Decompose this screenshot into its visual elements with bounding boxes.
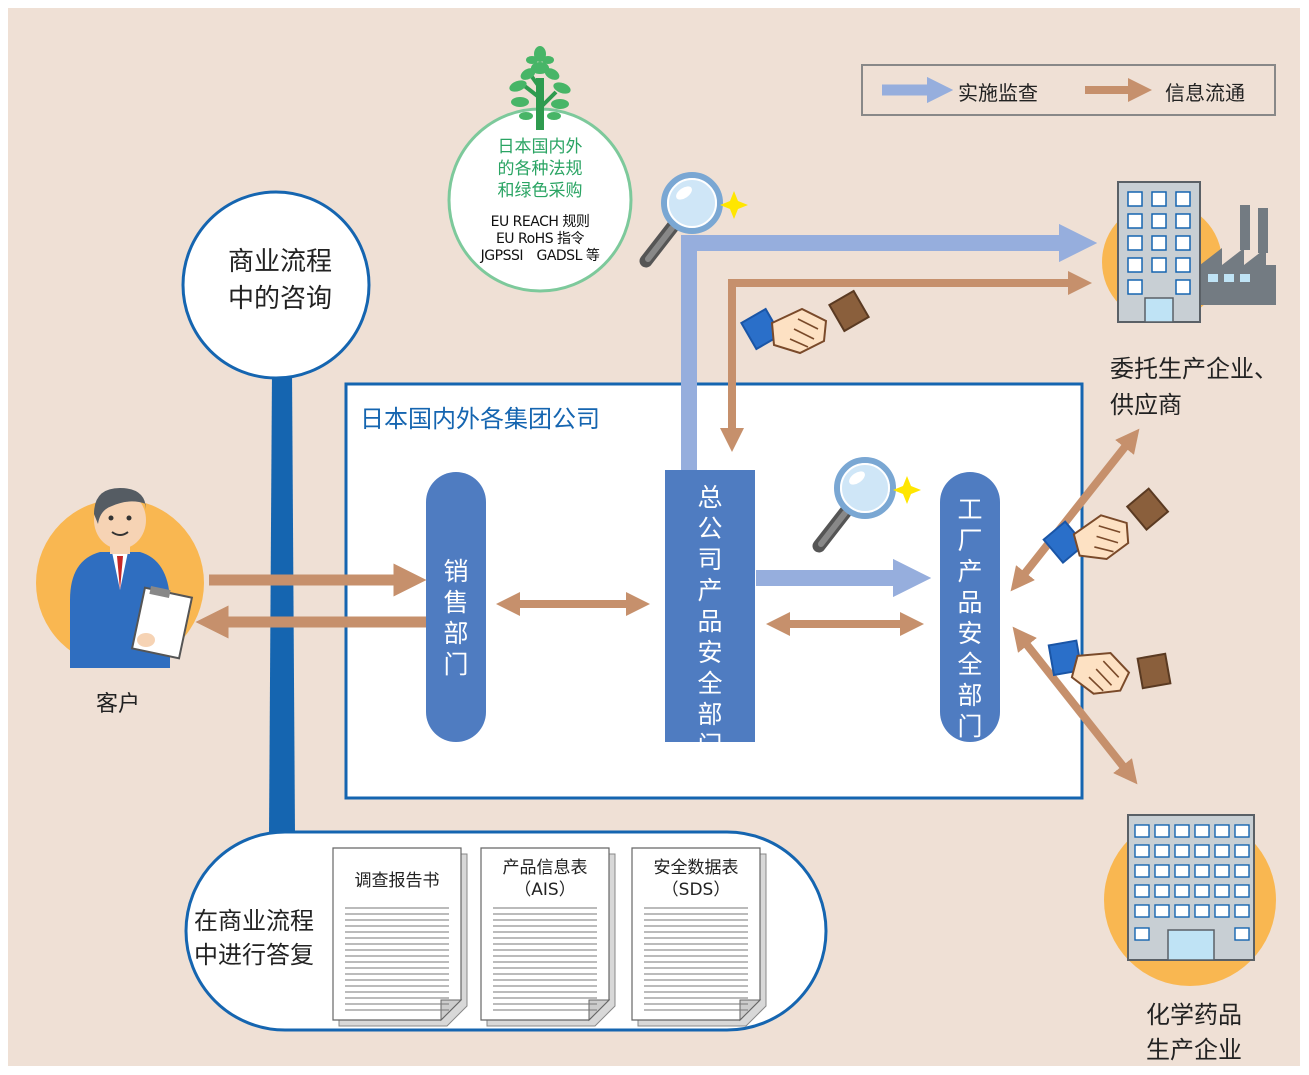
dept-label-char: 工 — [957, 495, 983, 524]
dept-label-char: 产 — [697, 576, 723, 605]
dept-label-char: 产 — [957, 557, 983, 586]
dept-label-char: 部 — [697, 700, 723, 729]
info-arrow-factory-supplier — [1010, 428, 1140, 592]
legend — [861, 64, 1276, 116]
doc-sds-line2: （SDS） — [661, 880, 731, 900]
hq-safety-dept-box — [665, 470, 755, 742]
regulation-title: 日本国内外 的各种法规 和绿色采购 — [455, 136, 625, 202]
dept-label-char: 公 — [697, 514, 723, 543]
regulation-title-line: 和绿色采购 — [497, 181, 583, 201]
dept-label-char: 品 — [957, 588, 983, 617]
doc-ais-label: 产品信息表 （AIS） — [481, 857, 609, 901]
dept-label-char: 全 — [697, 669, 723, 698]
doc-ais-line1: 产品信息表 — [502, 858, 588, 878]
regulation-title-line: 的各种法规 — [497, 159, 583, 179]
doc-sds-label: 安全数据表 （SDS） — [632, 857, 760, 901]
info-arrow-supplier-hq — [720, 271, 1092, 452]
dept-label-char: 部 — [957, 681, 983, 710]
dept-label-char: 厂 — [957, 526, 983, 555]
dept-label-char: 司 — [697, 545, 723, 574]
sales-dept-pill — [426, 472, 486, 742]
handshake-icon — [739, 288, 871, 354]
dept-label-char: 部 — [443, 619, 469, 648]
doc-survey-line1: 调查报告书 — [354, 871, 440, 891]
doc-ais-line2: （AIS） — [514, 880, 576, 900]
supplier-label-line2: 供应商 — [1110, 391, 1182, 419]
businessman-icon — [36, 488, 204, 668]
consult-circle — [181, 190, 371, 380]
connector-wedge — [269, 370, 295, 835]
regulation-item: EU RoHS 指令 — [495, 231, 585, 247]
consult-line2: 中的咨询 — [228, 284, 333, 314]
chem-label-line1: 化学药品 — [1146, 1001, 1242, 1029]
info-arrow-factory-chem — [1012, 626, 1138, 785]
dept-label-char: 门 — [697, 731, 723, 760]
chem-label-line2: 生产企业 — [1146, 1036, 1242, 1064]
factory-safety-dept-pill — [940, 472, 1000, 742]
doc-survey-label: 调查报告书 — [333, 870, 461, 892]
regulation-item: EU REACH 规则 — [490, 214, 590, 230]
dept-label-char: 品 — [697, 607, 723, 636]
factory-icon — [1102, 181, 1276, 323]
office-building-icon — [1104, 814, 1276, 986]
dept-label-char: 安 — [697, 638, 723, 667]
hq-safety-dept-label: 总公司产品安全部门 — [697, 482, 723, 761]
legend-info-label: 信息流通 — [1165, 81, 1245, 105]
consult-line1: 商业流程 — [228, 247, 333, 277]
customer-label: 客户 — [96, 692, 141, 717]
dept-label-char: 门 — [957, 712, 983, 741]
doc-sds-line1: 安全数据表 — [653, 858, 739, 878]
supplier-label-line1: 委托生产企业、 — [1110, 355, 1278, 383]
reply-line1: 在商业流程 — [194, 907, 314, 935]
factory-safety-dept-label: 工厂产品安全部门 — [957, 494, 983, 742]
audit-arrow-to-supplier — [681, 223, 1098, 470]
dept-label-char: 售 — [443, 588, 469, 617]
regulation-item: JGPSSI GADSL 等 — [480, 248, 600, 264]
group-box-title: 日本国内外各集团公司 — [360, 405, 600, 433]
dept-label-char: 全 — [957, 650, 983, 679]
regulation-title-line: 日本国内外 — [497, 137, 583, 157]
sales-dept-label: 销售部门 — [443, 556, 469, 680]
reply-line2: 中进行答复 — [194, 941, 314, 969]
regulation-list: EU REACH 规则 EU RoHS 指令 JGPSSI GADSL 等 — [455, 214, 625, 265]
dept-label-char: 门 — [443, 650, 469, 679]
dept-label-char: 销 — [443, 557, 469, 586]
legend-audit-label: 实施监查 — [958, 81, 1038, 105]
dept-label-char: 总 — [697, 483, 723, 512]
dept-label-char: 安 — [957, 619, 983, 648]
